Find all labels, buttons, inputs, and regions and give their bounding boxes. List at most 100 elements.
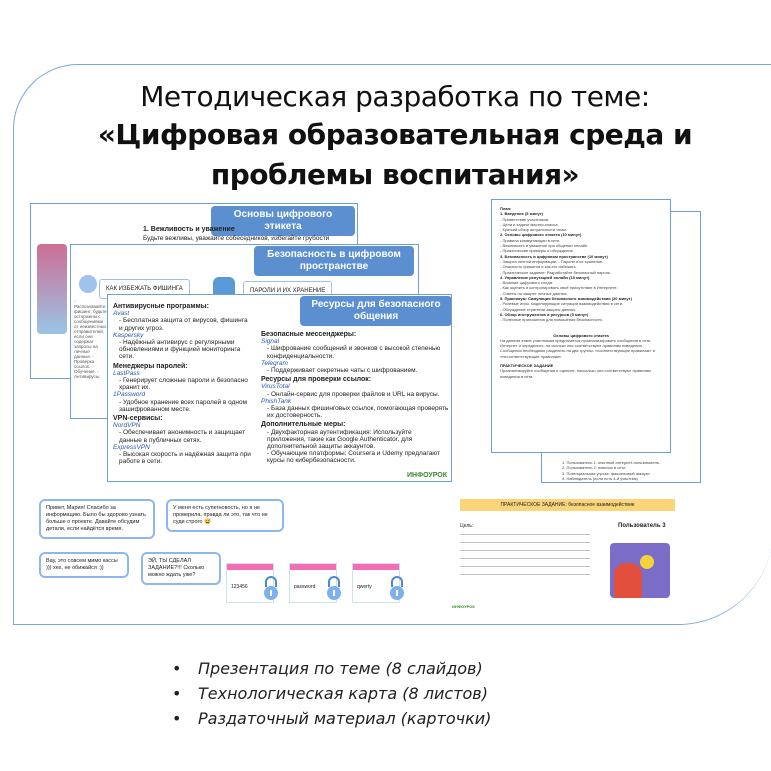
title-line-3: проблемы воспитания» (210, 158, 580, 191)
doc-line: - Правила коммуникации в сети. (500, 237, 561, 243)
resource-description: - Онлайн-сервис для проверки файлов и UR… (267, 390, 440, 398)
chat-bubble: Вау, это совсем мимо кассы ))) хех, не о… (39, 552, 129, 578)
doc-line: - Краткий обзор актуальности темы. (500, 227, 567, 233)
window-bar (227, 564, 273, 570)
title-line-2: «Цифровая образовательная среда и (97, 118, 693, 151)
doc-line: 5. Практикум: Симуляция безопасного взаи… (500, 296, 633, 302)
hacker-illustration-icon (610, 543, 670, 598)
resource-name: VirusTotal (261, 383, 290, 391)
doc-line: 1. Пользователь 1: опытный интернет-поль… (562, 460, 660, 465)
password-value: qwerty (357, 584, 372, 590)
materials-item: Презентация по теме (8 слайдов) (172, 656, 491, 681)
password-value: password (294, 584, 316, 590)
doc-line: - Влияние цифрового следа. (500, 280, 554, 286)
doc-line: - Как оценить и контролировать своё прис… (500, 285, 618, 291)
resource-description: - Шифрование сообщений и звонков с высок… (267, 345, 441, 360)
doc-line: 3. Безопасность в цифровом пространстве … (500, 253, 608, 259)
password-value: 123456 (231, 584, 248, 590)
resource-name: PhishTank (261, 397, 292, 405)
slide-header: Основы цифрового этикета (211, 206, 355, 236)
doc-line: - Приветствие участников. (500, 216, 550, 222)
resource-name: Avast (113, 310, 130, 318)
lock-icon (389, 576, 405, 600)
doc-line: - Защита личной информации. - Пароли и и… (500, 258, 604, 264)
left-column: Антивирусные программы:Avast- Бесплатная… (113, 301, 253, 465)
title-line-1: Методическая разработка по теме: (140, 80, 650, 113)
doc-line: - Советы по защите личных данных. (500, 290, 568, 296)
chat-bubble: У меня есть супerновость, но я не провер… (166, 499, 284, 532)
resource-description: - Обеспечивает анонимность и защищает да… (119, 429, 246, 444)
doc-line: 3. Потенциальная угроза: фишинговый акка… (562, 470, 651, 476)
slide-card-title: Пользователь 3 (618, 523, 666, 529)
password-card: password (289, 563, 341, 603)
slide-safe-resources: Ресурсы для безопасного общения Антивиру… (107, 294, 452, 482)
resource-group-heading: Дополнительные меры: (261, 421, 346, 429)
resource-description: - Двухфакторная аутентификация: Использу… (267, 428, 413, 451)
resource-description: - Удобное хранение всех паролей в одном … (119, 398, 248, 413)
shield-icon (213, 277, 235, 299)
doc-paragraph: На данном этапе участникам предлагается … (500, 337, 655, 359)
resource-description: - Надёжный антивирус с регулярными обнов… (119, 339, 241, 361)
resource-name: Telegram (261, 359, 288, 367)
materials-item: Технологическая карта (8 листов) (172, 681, 491, 706)
slide-side-text: - Распознавайте фишинг: будьте осторожны… (74, 299, 107, 379)
slide-text: Будьте вежливы, уважайте собеседников, и… (143, 235, 330, 242)
window-bar (353, 564, 399, 570)
doc-task-title: ПРАКТИЧЕСКОЕ ЗАДАНИЕ (500, 363, 554, 369)
content-frame (13, 64, 771, 625)
resource-description: - Поддерживает секретные чаты с шифрован… (267, 367, 418, 375)
resource-description: - Обучающие платформы: Coursera и Udemy … (267, 450, 440, 465)
doc-line: - Практические примеры и обсуждение. (500, 248, 574, 254)
doc-line: - Опасность фишинга и как его избежать. (500, 264, 577, 270)
materials-list: Презентация по теме (8 слайдов) Технолог… (172, 656, 491, 731)
doc-line: - Обсуждение стратегии защиты данных. (500, 306, 577, 312)
doc-page-front: План:1. Введение (5 минут)- Приветствие … (491, 199, 671, 453)
infourok-logo: ИНФОУРОК (407, 472, 447, 479)
slide-banner: ПРАКТИЧЕСКОЕ ЗАДАНИЕ: безопасное взаимод… (460, 499, 675, 511)
resource-name: Signal (261, 338, 280, 346)
resource-description: - Высокая скорость и надёжная защита при… (119, 451, 251, 466)
doc-line: 4. Наблюдатель (если есть 4-й участник) (562, 475, 638, 481)
password-card: qwerty (352, 563, 404, 603)
resource-name: NordVPN (113, 422, 141, 430)
slide-header: Ресурсы для безопасного общения (300, 296, 451, 326)
doc-line: 6. Обзор инструментов и ресурсов (5 мину… (500, 311, 589, 317)
doc-line: - Ролевые игры, моделирующие ситуации вз… (500, 301, 624, 307)
slide-text-lines (460, 531, 590, 581)
resource-name: Kaspersky (113, 331, 144, 339)
resource-group-heading: Ресурсы для проверки ссылок: (261, 376, 372, 384)
resource-name: ExpressVPN (113, 443, 150, 451)
infourok-logo: ИНФОУРОК (452, 604, 475, 609)
doc-line: - Цели и задачи мастер-класса. (500, 221, 559, 227)
doc-section-title: Основы цифрового этикета (553, 332, 609, 338)
resource-group-heading: VPN-сервисы: (113, 415, 163, 423)
resource-description: - Бесплатная защита от вирусов, фишинга … (119, 317, 248, 332)
password-card: 123456 (226, 563, 278, 603)
lock-icon (326, 576, 342, 600)
doc-line: - Вежливость и уважение при общении онла… (500, 243, 589, 249)
resource-description: - База данных фишинговых ссылок, помогаю… (267, 405, 449, 420)
resource-name: 1Password (113, 391, 146, 399)
chat-bubble: ЭЙ, ТЫ СДЕЛАЛ ЗАДАНИЕ?!!! Сколько можно … (141, 552, 221, 585)
doc-line: - Полезные приложения для повышения безо… (500, 317, 603, 323)
resource-group-heading: Антивирусные программы: (113, 303, 209, 310)
resource-group-heading: Менеджеры паролей: (113, 362, 188, 370)
doc-line: 2. Пользователь 2: новичок в сети. (562, 465, 627, 471)
doc-line: 2. Основы цифрового этикета (10 минут) (500, 232, 582, 238)
lock-icon (263, 576, 279, 600)
doc-line: - Практическое задание: Разработайте без… (500, 269, 612, 275)
chat-bubble: Привет, Мария! Спасибо за информацию. Бы… (39, 499, 155, 539)
doc-line: План: (500, 206, 512, 211)
window-bar (290, 564, 336, 570)
slide-subheading: 1. Вежливость и уважение (143, 226, 235, 233)
slide-practical-task: ПРАКТИЧЕСКОЕ ЗАДАНИЕ: безопасное взаимод… (450, 495, 685, 613)
doc-task-text: Проанализируйте сообщения и оцените, нас… (500, 368, 651, 379)
slide-header: Безопасность в цифровом пространстве (254, 246, 414, 276)
right-column: Безопасные мессенджеры:Signal- Шифровани… (261, 329, 449, 465)
resource-name: LastPass (113, 369, 140, 377)
phone-illustration-icon (37, 244, 67, 334)
resource-description: - Генерирует сложные пароли и безопасно … (119, 377, 248, 392)
doc-line: 4. Управление репутацией онлайн (15 мину… (500, 274, 590, 280)
phishing-icon (79, 275, 97, 293)
doc-line: 1. Введение (5 минут) (500, 211, 544, 217)
